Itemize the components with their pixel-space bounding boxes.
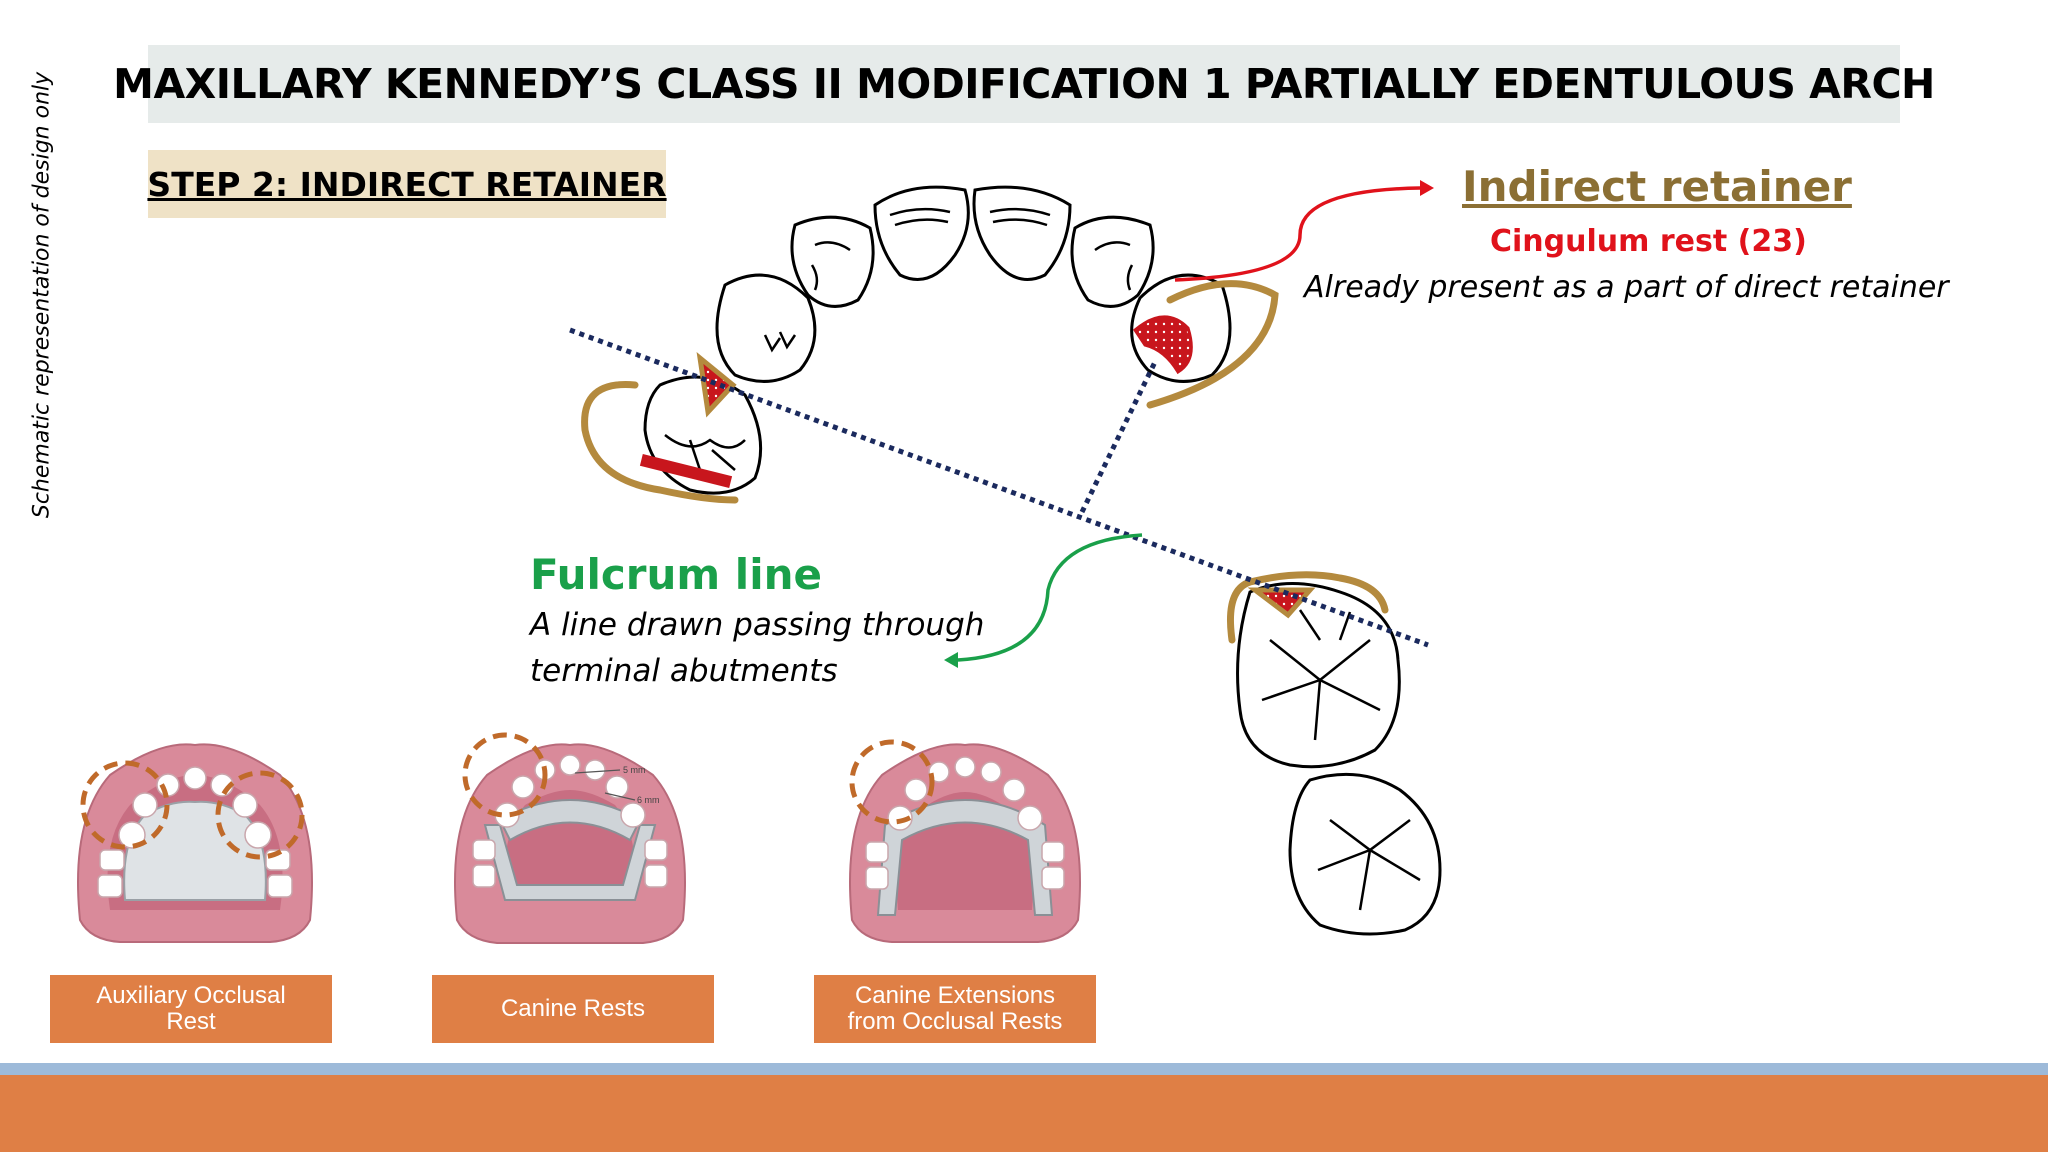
indirect-retainer-subtitle: Cingulum rest (23) <box>1490 224 1807 259</box>
tooth-11 <box>873 185 970 281</box>
tooth-21 <box>972 185 1072 281</box>
tooth-13 <box>715 273 817 383</box>
fulcrum-line-description-2: terminal abutments <box>530 653 838 689</box>
rest-label-auxiliary-text: Auxiliary Occlusal Rest <box>96 982 286 1035</box>
indirect-retainer-arrow <box>1174 186 1421 282</box>
step-label-text: STEP 2: INDIRECT RETAINER <box>147 164 667 204</box>
tooth-27 <box>1288 772 1442 936</box>
tooth-26 <box>1236 582 1401 769</box>
fulcrum-arrow <box>957 533 1143 662</box>
embrasure-rest-14 <box>639 454 733 488</box>
tooth-22 <box>1070 215 1155 308</box>
fulcrum-line <box>569 327 1429 648</box>
title-bar: MAXILLARY KENNEDY’S CLASS II MODIFICATIO… <box>113 45 1935 123</box>
clasp-26 <box>1226 571 1389 644</box>
thumb-canine-rests: 5 mm 6 mm <box>454 732 686 944</box>
cingulum-rest-23 <box>1133 315 1193 375</box>
rest-label-canine: Canine Rests <box>432 975 714 1043</box>
footer-stripe <box>0 1063 2048 1075</box>
thumb-auxiliary-occlusal-rest <box>77 743 313 943</box>
clasp-14 <box>581 381 739 504</box>
page-title: MAXILLARY KENNEDY’S CLASS II MODIFICATIO… <box>113 60 1935 108</box>
rest-label-canine-extensions: Canine Extensions from Occlusal Rests <box>814 975 1096 1043</box>
occlusal-rest-14 <box>696 351 737 418</box>
clasp-23 <box>1146 280 1279 409</box>
fulcrum-line-description: A line drawn passing through terminal ab… <box>530 602 984 694</box>
step-label: STEP 2: INDIRECT RETAINER <box>147 150 667 218</box>
fulcrum-line-description-1: A line drawn passing through <box>530 607 985 643</box>
thumb-label-6mm: 6 mm <box>637 795 660 805</box>
thumb-label-5mm: 5 mm <box>623 765 646 775</box>
rest-label-canine-extensions-text: Canine Extensions from Occlusal Rests <box>847 982 1063 1035</box>
footer-bar <box>0 1075 2048 1152</box>
rest-label-canine-text: Canine Rests <box>500 995 646 1022</box>
rest-label-auxiliary: Auxiliary Occlusal Rest <box>50 975 332 1043</box>
fulcrum-line-title: Fulcrum line <box>530 550 822 599</box>
indirect-retainer-description: Already present as a part of direct reta… <box>1304 270 1949 305</box>
thumb-canine-extensions <box>849 739 1081 943</box>
tooth-12 <box>790 215 875 308</box>
indirect-retainer-title: Indirect retainer <box>1462 162 1852 211</box>
